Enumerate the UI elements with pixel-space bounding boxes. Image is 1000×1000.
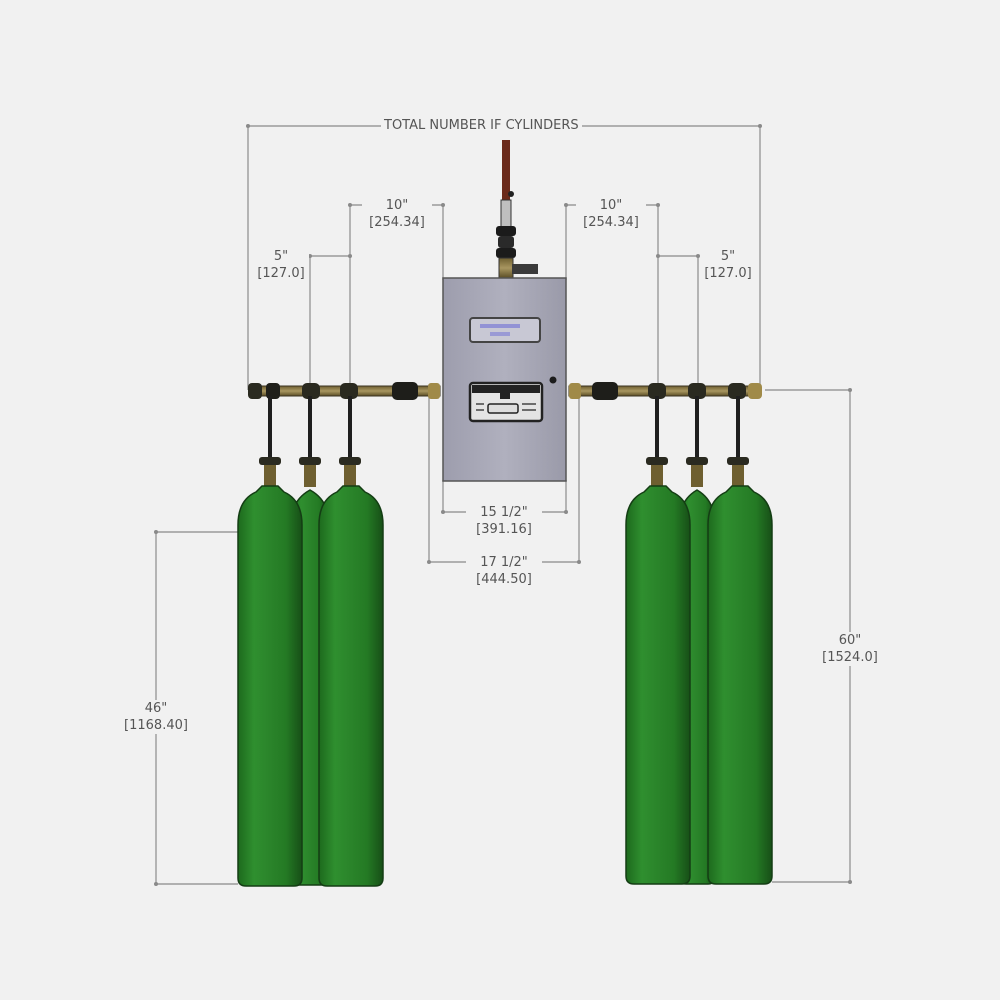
- left-inner-dimension: 10" [254.34]: [362, 197, 432, 231]
- overall-height-dimension: 60" [1524.0]: [812, 632, 888, 666]
- left-outer-imperial: 5": [273, 249, 289, 264]
- cabinet-width-metric: [391.16]: [476, 522, 532, 537]
- right-inner-dimension: 10" [254.34]: [576, 197, 646, 231]
- overall-height-metric: [1524.0]: [822, 650, 878, 665]
- dimension-lines: [155, 125, 851, 885]
- right-inner-metric: [254.34]: [583, 215, 639, 230]
- total-cylinders-dimension-label: TOTAL NUMBER IF CYLINDERS: [381, 118, 582, 133]
- right-outer-imperial: 5": [720, 249, 736, 264]
- left-cylinder-bank: [237, 485, 384, 887]
- outlet-pipe: [496, 140, 538, 279]
- right-manifold: [568, 382, 762, 487]
- left-inner-imperial: 10": [385, 198, 409, 213]
- cabinet-width-dimension: 15 1/2" [391.16]: [466, 504, 542, 538]
- cabinet-overall-imperial: 17 1/2": [480, 555, 528, 570]
- label-panel: [469, 317, 541, 343]
- left-outer-dimension: 5" [127.0]: [253, 248, 309, 282]
- left-manifold: [248, 382, 441, 487]
- cylinder-height-dimension: 46" [1168.40]: [118, 700, 194, 734]
- cabinet-overall-dimension: 17 1/2" [444.50]: [466, 554, 542, 588]
- right-outer-metric: [127.0]: [704, 266, 752, 281]
- cylinder-height-imperial: 46": [144, 701, 168, 716]
- left-outer-metric: [127.0]: [257, 266, 305, 281]
- overall-height-imperial: 60": [838, 633, 862, 648]
- right-cylinder-bank: [625, 485, 773, 885]
- cylinder-height-metric: [1168.40]: [124, 718, 188, 733]
- cabinet-overall-metric: [444.50]: [476, 572, 532, 587]
- right-inner-imperial: 10": [599, 198, 623, 213]
- right-outer-dimension: 5" [127.0]: [700, 248, 756, 282]
- left-inner-metric: [254.34]: [369, 215, 425, 230]
- dimension-ticks: [154, 124, 852, 886]
- control-cabinet: [442, 277, 567, 482]
- indicator-light: [549, 376, 557, 384]
- cabinet-width-imperial: 15 1/2": [480, 505, 528, 520]
